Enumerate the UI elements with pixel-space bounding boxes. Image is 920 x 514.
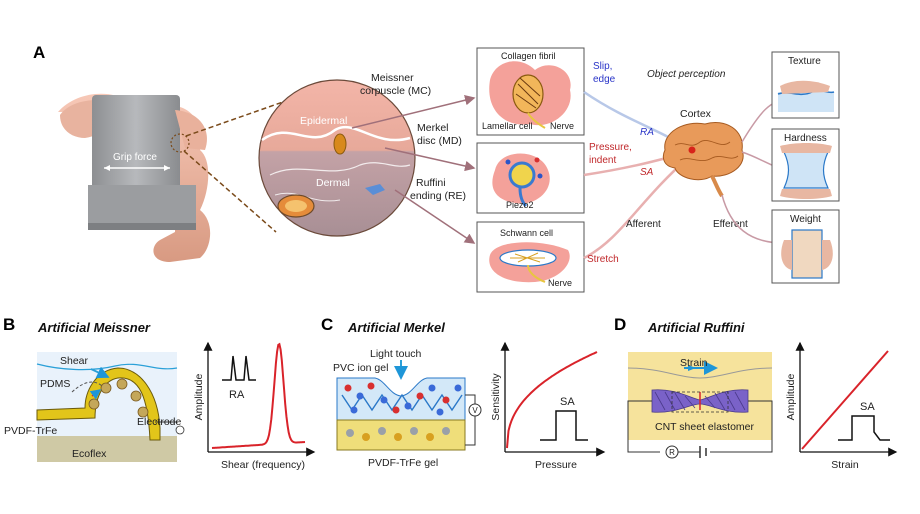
panel-d: D Artificial Ruffini R Strain CNT sheet … <box>614 315 898 471</box>
panel-b: B Artificial Meissner Shear PDMS Electro… <box>3 315 316 471</box>
ruffini-box: Schwann cell Nerve <box>476 221 585 293</box>
chart-c-ylabel: Sensitivity <box>490 373 502 421</box>
zoom-line-bottom <box>183 150 277 233</box>
pdms-label: PDMS <box>40 378 70 390</box>
slip-label-2: edge <box>593 74 616 85</box>
object-perception-label: Object perception <box>647 69 726 80</box>
weight-label: Weight <box>790 214 821 225</box>
pressure-label-1: Pressure, <box>589 142 632 153</box>
nerve-label-1: Nerve <box>550 121 574 131</box>
hardness-label: Hardness <box>784 133 827 144</box>
merkel-label-1: Merkel <box>417 122 449 134</box>
lamellar-label: Lamellar cell <box>482 121 533 131</box>
arrow-mc <box>351 95 476 129</box>
sa-label: SA <box>640 167 654 178</box>
weight-box: Weight <box>771 209 840 284</box>
chart-c-curve <box>506 351 598 449</box>
resistor-label: R <box>669 448 675 457</box>
arrow-re <box>394 189 476 244</box>
chart-b-curve <box>211 342 306 449</box>
collagen-label: Collagen fibril <box>501 51 556 61</box>
merkel-sensor-illustration: V Light touch PVC ion gel PVDF-TrFe gel <box>333 348 482 469</box>
chart-d-xlabel: Strain <box>831 459 859 471</box>
stretch-label: Stretch <box>587 254 619 265</box>
afferent-label: Afferent <box>626 219 661 230</box>
chart-b-xlabel: Shear (frequency) <box>221 459 305 471</box>
cortex-label: Cortex <box>680 108 712 120</box>
chart-c: Sensitivity Pressure SA <box>490 341 606 471</box>
texture-label: Texture <box>788 56 821 67</box>
pvdf-gel-label: PVDF-TrFe gel <box>368 457 438 469</box>
efferent-label: Efferent <box>713 219 748 230</box>
ra-spike-icon <box>222 355 256 381</box>
panel-b-letter: B <box>3 315 15 334</box>
ruffini-label-2: ending (RE) <box>410 190 466 202</box>
sa-step-icon-d <box>838 415 890 441</box>
voltmeter-label: V <box>472 406 478 415</box>
electrode-label: Electrode <box>137 416 182 428</box>
chart-d-curve <box>801 350 889 450</box>
panel-d-title: Artificial Ruffini <box>647 320 745 335</box>
ra-label: RA <box>640 127 654 138</box>
meissner-box: Collagen fibril Lamellar cell Nerve <box>476 47 585 136</box>
strain-top-label: Strain <box>680 357 708 369</box>
path-stretch <box>583 157 689 260</box>
arrow-md <box>384 147 476 172</box>
ruffini-label-1: Ruffini <box>416 177 446 189</box>
epidermal-label: Epidermal <box>300 115 347 127</box>
chart-b-ylabel: Amplitude <box>193 374 205 421</box>
meissner-label-2: corpuscle (MC) <box>360 85 431 97</box>
panel-a: A Grip force <box>33 43 840 293</box>
chart-c-xlabel: Pressure <box>535 459 577 471</box>
meissner-label-1: Meissner <box>371 72 414 84</box>
chart-d-ylabel: Amplitude <box>785 374 797 421</box>
ruffini-sensor-illustration: R Strain CNT sheet elastomer <box>627 352 773 459</box>
chart-d-sa: SA <box>860 401 875 413</box>
ecoflex-label: Ecoflex <box>72 448 107 460</box>
schwann-label: Schwann cell <box>500 228 553 238</box>
brain-icon <box>662 122 744 198</box>
light-touch-label: Light touch <box>370 348 422 360</box>
pvc-label: PVC ion gel <box>333 362 388 374</box>
nerve-label-2: Nerve <box>548 278 572 288</box>
pvdf-label-b: PVDF-TrFe <box>4 425 57 437</box>
pressure-label-2: indent <box>589 155 616 166</box>
panel-d-letter: D <box>614 315 626 334</box>
chart-b-ra: RA <box>229 389 245 401</box>
cnt-label: CNT sheet elastomer <box>655 421 755 433</box>
texture-box: Texture <box>771 51 840 119</box>
meissner-sensor-illustration: Shear PDMS Electrode PVDF-TrFe Ecoflex <box>4 352 185 462</box>
sa-step-icon-c <box>540 410 588 441</box>
grip-photo: Grip force <box>52 80 252 268</box>
grip-force-label: Grip force <box>113 152 157 163</box>
merkel-box: Piezo2 <box>476 142 585 214</box>
panel-b-title: Artificial Meissner <box>37 320 151 335</box>
panel-c-title: Artificial Merkel <box>347 320 445 335</box>
dermal-label: Dermal <box>316 177 350 189</box>
panel-a-letter: A <box>33 43 45 62</box>
panel-c: C Artificial Merkel V Light touch PVC io… <box>321 315 606 471</box>
skin-cross-section: Epidermal Dermal <box>258 79 416 237</box>
chart-c-sa: SA <box>560 396 575 408</box>
hardness-box: Hardness <box>771 128 840 202</box>
piezo-label: Piezo2 <box>506 200 534 210</box>
merkel-label-2: disc (MD) <box>417 135 462 147</box>
slip-label-1: Slip, <box>593 61 612 72</box>
shear-label: Shear <box>60 355 89 367</box>
chart-b: Amplitude Shear (frequency) RA <box>193 341 316 471</box>
zoom-line-top <box>185 95 301 137</box>
chart-d: Amplitude Strain SA <box>785 341 898 471</box>
panel-c-letter: C <box>321 315 333 334</box>
